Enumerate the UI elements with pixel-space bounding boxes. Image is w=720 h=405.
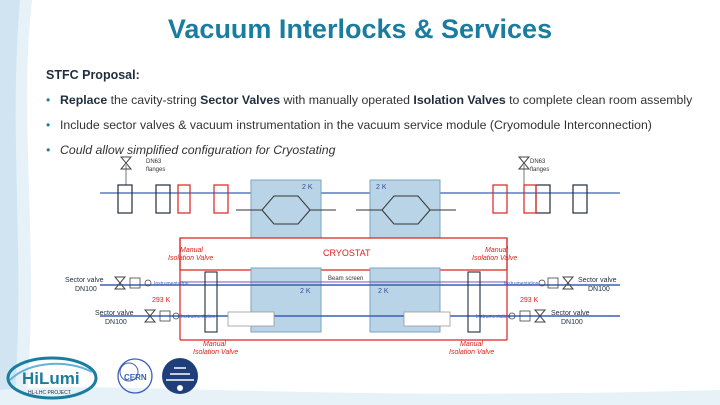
svg-text:DN100: DN100	[105, 319, 127, 326]
svg-text:2 K: 2 K	[376, 184, 387, 191]
upper-cavity-2: 2 K	[356, 179, 456, 239]
sector-valve-left-upper: Sector valve DN100 Instrumentation	[65, 276, 189, 293]
upper-cavity-1: 2 K	[236, 179, 336, 239]
upper-flange-boxes	[117, 184, 588, 214]
svg-text:DN63: DN63	[146, 159, 162, 165]
svg-text:Sector valve: Sector valve	[95, 310, 134, 317]
svg-text:Instrumentation: Instrumentation	[181, 314, 216, 320]
svg-text:Instrumentation: Instrumentation	[504, 281, 539, 287]
svg-text:HiLumi: HiLumi	[22, 369, 80, 388]
svg-text:CERN: CERN	[124, 373, 147, 382]
sector-valve-right-lower: Sector valve DN100 Instrumentation	[476, 309, 590, 326]
cryostat-label: CRYOSTAT	[323, 248, 371, 258]
upper-red-boxes	[177, 184, 537, 214]
svg-text:Sector valve: Sector valve	[65, 277, 104, 284]
svg-text:Manual: Manual	[180, 247, 203, 254]
svg-text:Isolation Valve: Isolation Valve	[193, 349, 238, 356]
svg-text:DN100: DN100	[75, 286, 97, 293]
svg-text:DN100: DN100	[588, 286, 610, 293]
svg-text:DN100: DN100	[561, 319, 583, 326]
proposal-label: STFC Proposal:	[46, 68, 140, 82]
bullet-list: Replace the cavity-string Sector Valves …	[46, 92, 692, 167]
bullet-item-1: Replace the cavity-string Sector Valves …	[46, 92, 692, 117]
stfc-logo	[162, 358, 198, 394]
svg-text:2 K: 2 K	[378, 288, 389, 295]
footer-logos: HiLumi HL-LHC PROJECT CERN	[0, 356, 720, 405]
hilumi-logo: HiLumi HL-LHC PROJECT	[6, 356, 98, 400]
svg-text:Sector valve: Sector valve	[578, 277, 617, 284]
slide-title: Vacuum Interlocks & Services	[167, 14, 553, 44]
temp-293k-left: 293 K	[152, 297, 171, 304]
svg-text:HL-LHC PROJECT: HL-LHC PROJECT	[28, 390, 71, 396]
manual-isolation-valve-bottom-left: Manual Isolation Valve	[193, 341, 238, 356]
svg-text:DN63: DN63	[530, 159, 546, 165]
decorative-wave-left	[0, 0, 32, 405]
svg-text:Isolation Valve: Isolation Valve	[449, 349, 494, 356]
svg-text:Isolation Valve: Isolation Valve	[168, 255, 213, 262]
bullet-item-3: Could allow simplified configuration for…	[46, 142, 692, 167]
manual-isolation-valve-top-right: Manual Isolation Valve	[472, 247, 517, 262]
svg-text:flanges: flanges	[146, 167, 165, 173]
svg-text:Instrumentation: Instrumentation	[476, 314, 511, 320]
cern-logo: CERN	[117, 358, 153, 394]
svg-text:2 K: 2 K	[300, 288, 311, 295]
manual-isolation-valve-bottom-right: Manual Isolation Valve	[449, 341, 494, 356]
svg-text:2 K: 2 K	[302, 184, 313, 191]
sector-valve-left-lower: Sector valve DN100 Instrumentation	[95, 309, 216, 326]
manual-isolation-valve-top-left: Manual Isolation Valve	[168, 247, 213, 262]
bullet-item-2: Include sector valves & vacuum instrumen…	[46, 117, 692, 142]
svg-text:flanges: flanges	[530, 167, 549, 173]
svg-text:Manual: Manual	[203, 341, 226, 348]
svg-text:Manual: Manual	[485, 247, 508, 254]
temp-293k-right: 293 K	[520, 297, 539, 304]
svg-text:Manual: Manual	[460, 341, 483, 348]
dn63-flanges-left: DN63 flanges	[120, 156, 165, 185]
sector-valve-right-upper: Sector valve DN100 Instrumentation	[504, 276, 617, 293]
svg-text:Sector valve: Sector valve	[551, 310, 590, 317]
svg-text:Instrumentation: Instrumentation	[154, 281, 189, 287]
svg-text:Isolation Valve: Isolation Valve	[472, 255, 517, 262]
dn63-flanges-right: DN63 flanges	[518, 156, 549, 185]
beam-screen-label: Beam screen	[328, 276, 363, 282]
